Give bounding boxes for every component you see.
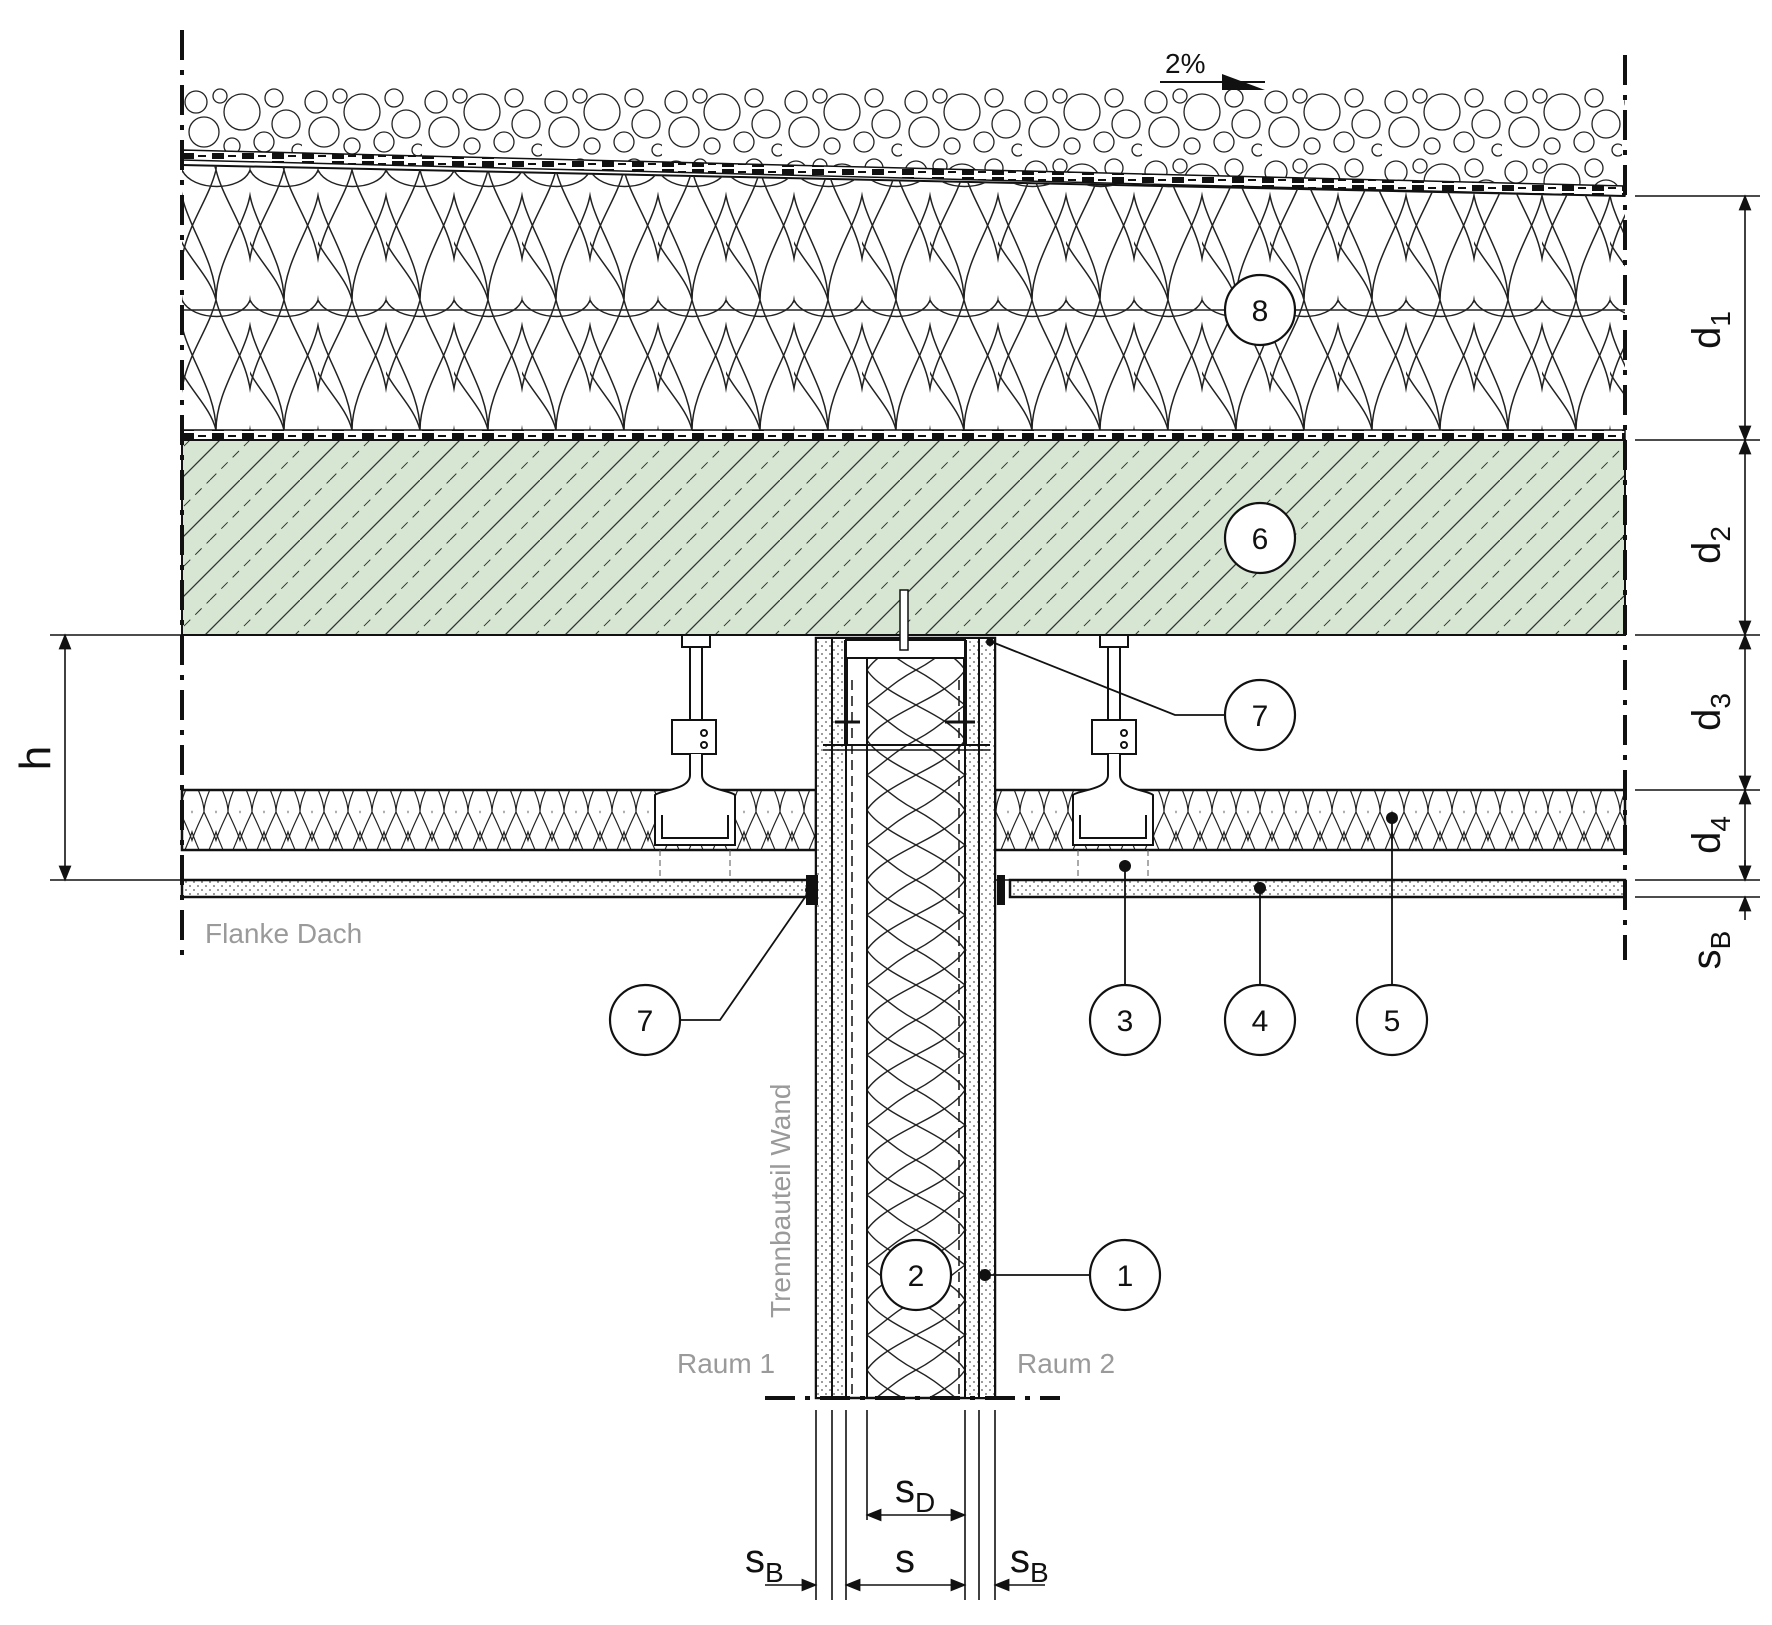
- left-dimension-lines: [50, 633, 182, 882]
- svg-text:1: 1: [1117, 1260, 1134, 1293]
- leader-dots: [805, 812, 1398, 1281]
- svg-text:d2: d2: [1685, 526, 1736, 564]
- dim-d2: d2: [1685, 526, 1736, 564]
- break-lines: [180, 30, 1627, 1400]
- svg-text:Trennbauteil Wand: Trennbauteil Wand: [765, 1084, 796, 1319]
- callout-7-top: 7: [1223, 678, 1297, 752]
- slope-label: 2%: [1165, 48, 1205, 79]
- svg-text:3: 3: [1117, 1005, 1134, 1038]
- svg-text:4: 4: [1252, 1005, 1269, 1038]
- vapour-barrier: [181, 429, 1626, 441]
- svg-text:7: 7: [637, 1005, 654, 1038]
- hanger-left: [654, 634, 736, 846]
- callout-1: 1: [1088, 1238, 1162, 1312]
- svg-text:h: h: [11, 746, 60, 770]
- svg-text:d1: d1: [1685, 311, 1736, 349]
- dim-d3: d3: [1685, 693, 1736, 731]
- svg-text:d4: d4: [1685, 816, 1736, 854]
- label-raum-1: Raum 1: [677, 1348, 775, 1379]
- svg-text:6: 6: [1252, 523, 1269, 556]
- callout-3: 3: [1088, 983, 1162, 1057]
- svg-text:7: 7: [1252, 700, 1269, 733]
- batten-lines: [659, 850, 1149, 880]
- svg-text:5: 5: [1384, 1005, 1401, 1038]
- hanger-right: [1072, 634, 1154, 846]
- right-dimension-lines: [1635, 194, 1760, 920]
- callout-7-bottom: 7: [608, 983, 682, 1057]
- dim-d1: d1: [1685, 311, 1736, 349]
- dim-sb-roof: sB: [1685, 931, 1736, 970]
- callout-2: 2: [879, 1238, 953, 1312]
- thermal-insulation-8: [182, 165, 1625, 430]
- svg-text:sB: sB: [1685, 931, 1736, 970]
- callout-5: 5: [1355, 983, 1429, 1057]
- svg-text:2: 2: [908, 1260, 925, 1293]
- dim-h: h: [11, 746, 60, 770]
- svg-text:8: 8: [1252, 295, 1269, 328]
- label-raum-2: Raum 2: [1017, 1348, 1115, 1379]
- dim-s: s: [895, 1537, 915, 1581]
- svg-text:d3: d3: [1685, 693, 1736, 731]
- bottom-dimension-lines: [765, 1410, 1045, 1600]
- gravel-layer: [182, 88, 1625, 186]
- dim-sb-right: sB: [1010, 1537, 1049, 1588]
- label-flanke-dach: Flanke Dach: [205, 918, 362, 949]
- dim-sb-left: sB: [745, 1537, 784, 1588]
- dim-d4: d4: [1685, 816, 1736, 854]
- label-trennbauteil-wand: Trennbauteil Wand: [765, 1084, 796, 1319]
- callout-8: 8: [1223, 273, 1297, 347]
- slope-arrow: [1160, 74, 1265, 90]
- dim-sd: sD: [895, 1467, 935, 1518]
- callout-6: 6: [1223, 501, 1297, 575]
- ceiling-board-4: [180, 878, 1627, 899]
- callout-4: 4: [1223, 983, 1297, 1057]
- leader-lines: [680, 641, 1393, 1276]
